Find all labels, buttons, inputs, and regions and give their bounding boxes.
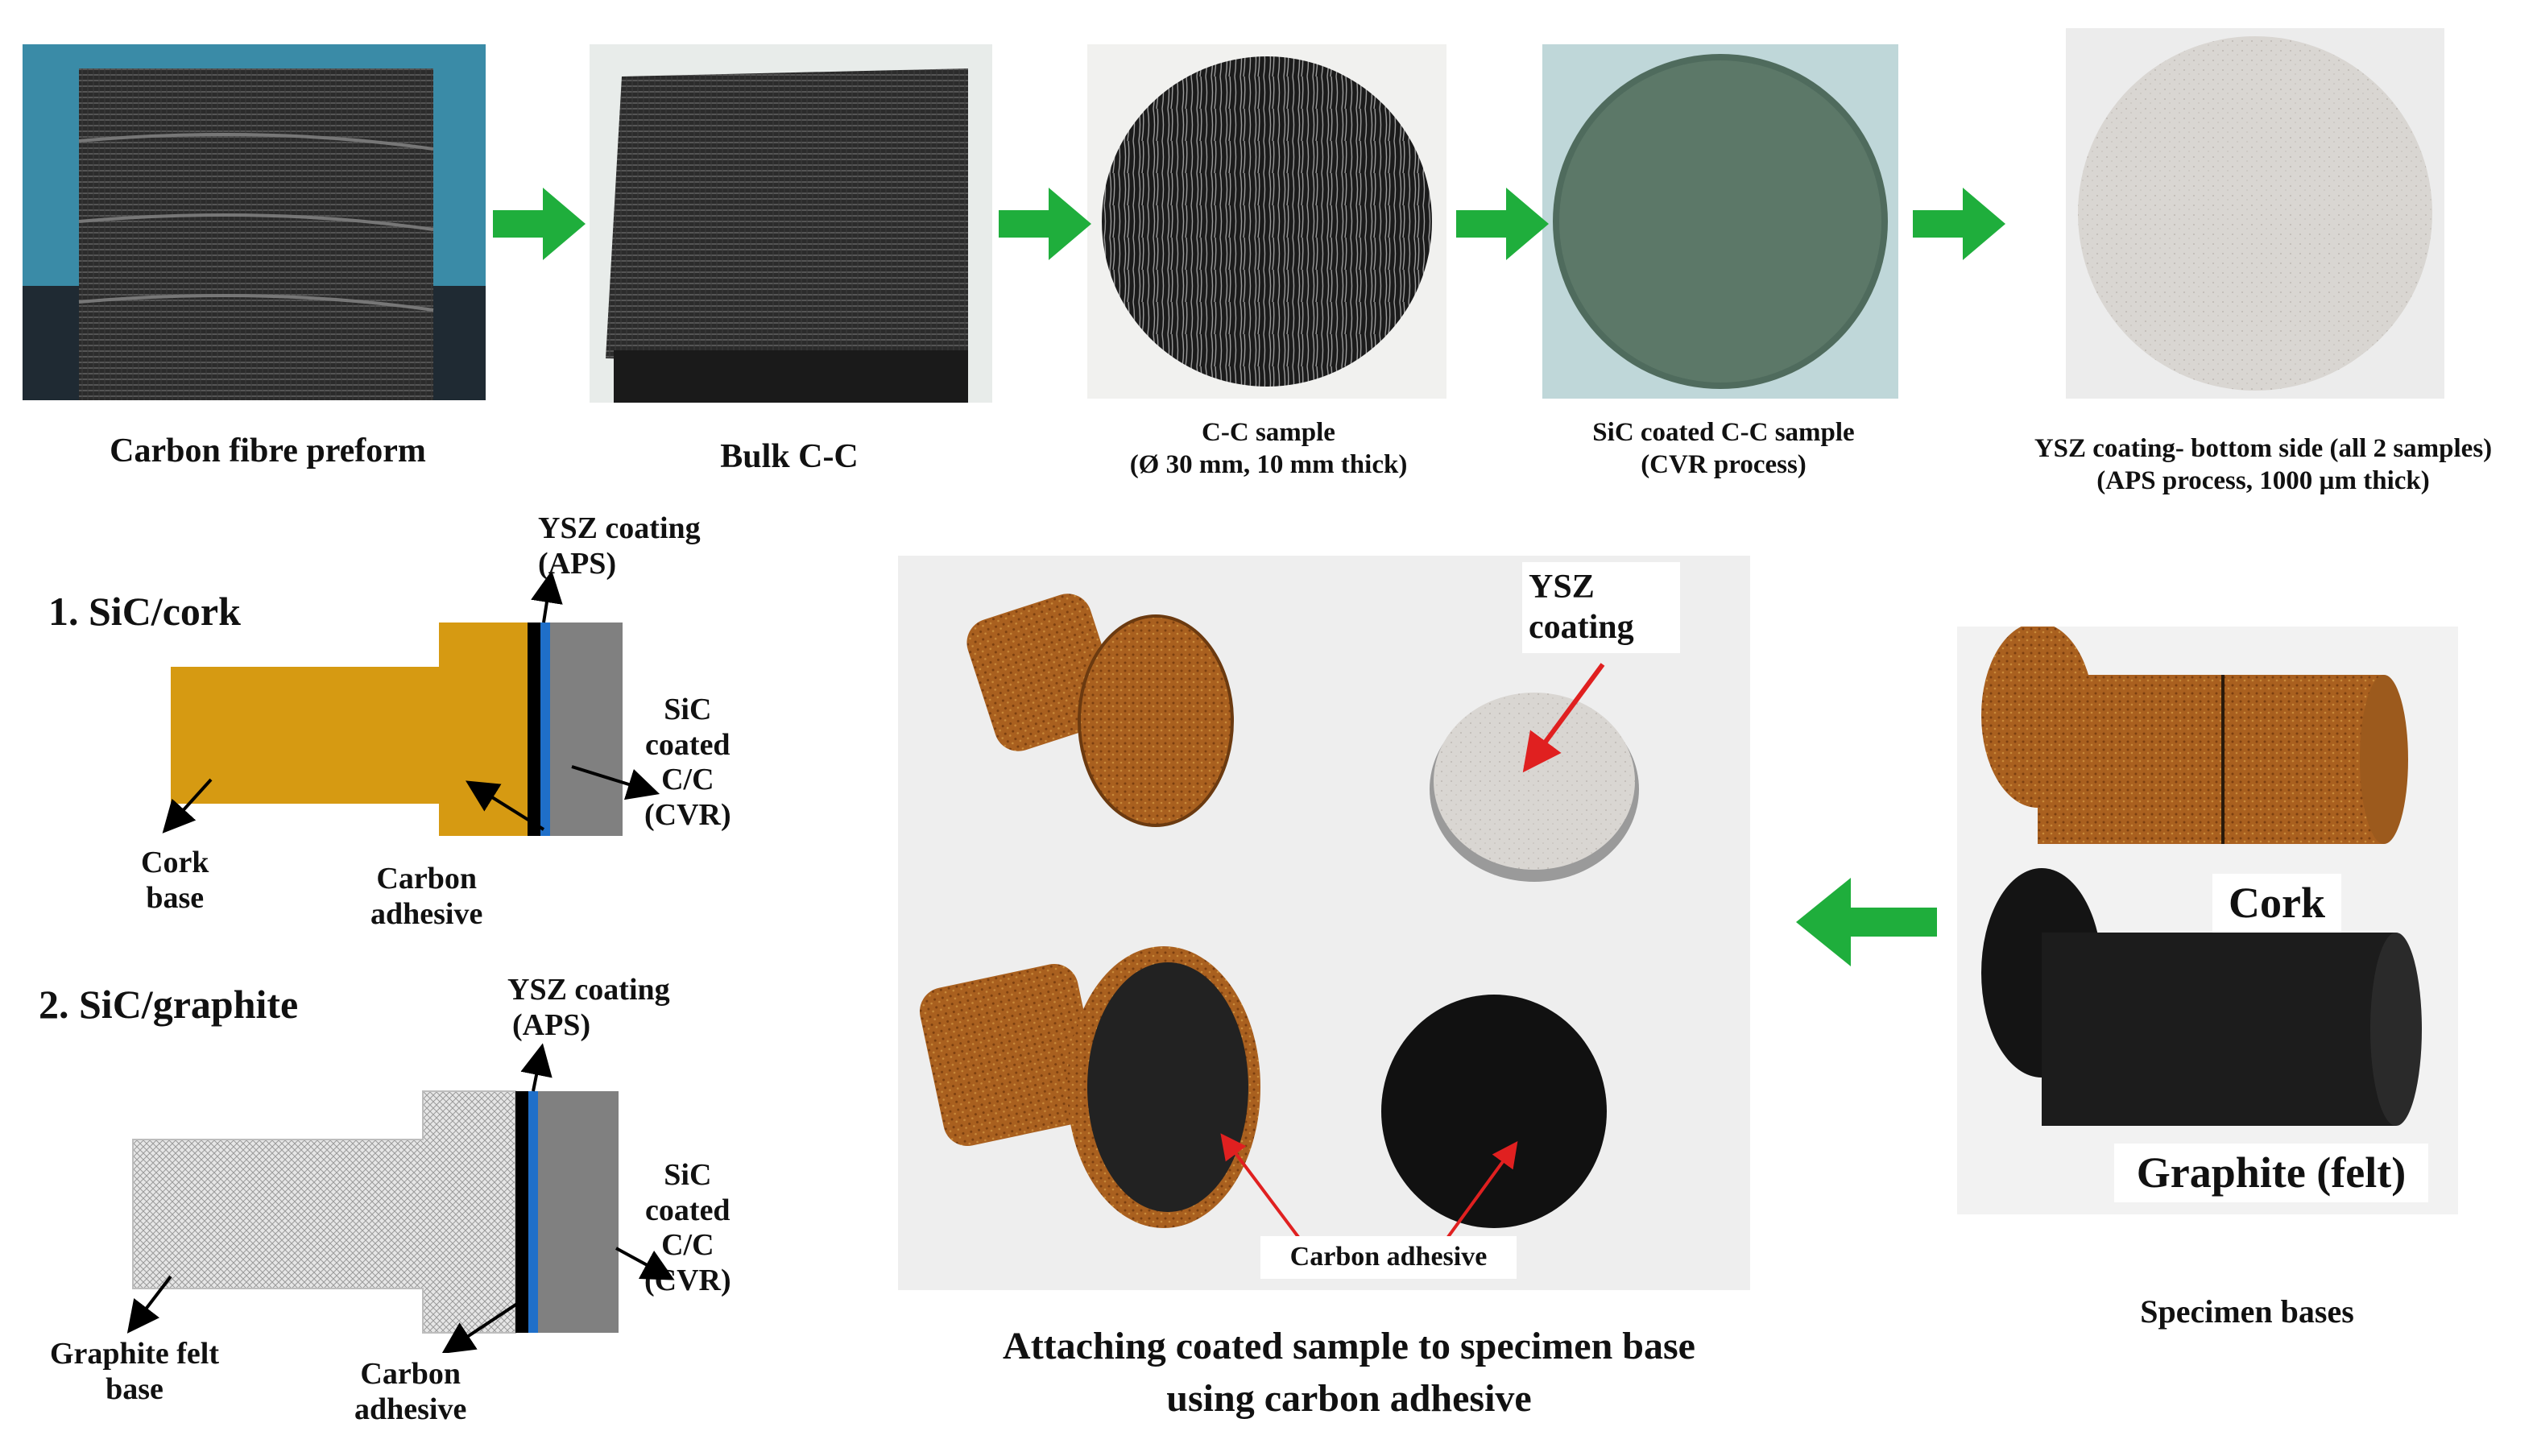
- schematic-1-sic-layer: [550, 623, 623, 836]
- schematic-2-base-label-line1: Graphite felt: [50, 1337, 220, 1371]
- graphite-felt-tag: Graphite (felt): [2114, 1144, 2428, 1202]
- caption-sic-coated-line1: SiC coated C-C sample: [1592, 418, 1855, 447]
- cork-tag: Cork: [2212, 874, 2341, 933]
- schematic-1-sic-label-line2: coated: [645, 727, 730, 762]
- schematic-2-base-label: Graphite felt base: [50, 1337, 219, 1407]
- caption-cc-sample-line2: (Ø 30 mm, 10 mm thick): [1129, 449, 1408, 479]
- schematic-1-sic-label-line3: C/C: [661, 763, 714, 797]
- ysz-coating-tag: YSZ coating: [1522, 562, 1680, 653]
- process-arrow-1: [493, 188, 586, 260]
- bulk-cc-photo: [590, 44, 992, 403]
- schematic-1-ysz-label-line2: (APS): [538, 546, 617, 581]
- caption-cc-sample-line1: C-C sample: [1202, 418, 1335, 447]
- attachment-caption-line1: Attaching coated sample to specimen base: [1003, 1325, 1695, 1367]
- schematic-2-graphite-base: [132, 1090, 516, 1334]
- schematic-1-sic-label: SiC coated C/C (CVR): [644, 693, 731, 833]
- schematic-2-drawing: [126, 1043, 619, 1353]
- schematic-2-adhesive-label-line2: adhesive: [354, 1392, 467, 1426]
- schematic-1-ysz-layer: [540, 623, 550, 836]
- schematic-2-sic-pointer: [615, 1247, 675, 1280]
- schematic-1-ysz-label: YSZ coating (APS): [538, 511, 701, 581]
- attachment-photo: [898, 556, 1750, 1290]
- caption-sic-coated: SiC coated C-C sample (CVR process): [1530, 417, 1917, 481]
- process-arrow-3: [1456, 188, 1549, 260]
- attachment-caption-line2: using carbon adhesive: [1166, 1376, 1532, 1420]
- schematic-2-adhesive-layer: [515, 1091, 528, 1333]
- process-arrow-4: [1913, 188, 2005, 260]
- caption-ysz-coating-line2: (APS process, 1000 µm thick): [2096, 465, 2430, 495]
- schematic-1-adhesive-layer: [528, 623, 540, 836]
- schematic-1-drawing: [162, 570, 623, 836]
- schematic-1-adhesive-label-line1: Carbon: [376, 862, 477, 896]
- schematic-1-base-label-line2: base: [146, 880, 205, 915]
- sic-coated-sample-photo: [1542, 44, 1898, 399]
- schematic-1-sic-pointer: [571, 765, 660, 800]
- ysz-coating-tag-line1: YSZ: [1529, 569, 1595, 606]
- attachment-caption: Attaching coated sample to specimen base…: [886, 1321, 1812, 1425]
- bases-to-attachment-arrow: [1796, 878, 1937, 966]
- schematic-1-title: 1. SiC/cork: [48, 589, 241, 634]
- schematic-2-ysz-layer: [528, 1091, 538, 1333]
- caption-cc-sample: C-C sample (Ø 30 mm, 10 mm thick): [1071, 417, 1466, 481]
- carbon-adhesive-tag: Carbon adhesive: [1260, 1236, 1517, 1279]
- schematic-1-ysz-label-line1: YSZ coating: [538, 511, 701, 545]
- schematic-1-cork-base: [171, 623, 528, 836]
- schematic-2-base-label-line2: base: [106, 1371, 163, 1406]
- caption-sic-coated-line2: (CVR process): [1641, 449, 1807, 479]
- schematic-2-adhesive-label: Carbon adhesive: [354, 1357, 466, 1427]
- schematic-2-sic-layer: [538, 1091, 619, 1333]
- specimen-bases-photo: [1957, 627, 2458, 1214]
- caption-ysz-coating-line1: YSZ coating- bottom side (all 2 samples): [2034, 434, 2493, 463]
- specimen-bases-caption: Specimen bases: [2140, 1293, 2354, 1330]
- caption-ysz-coating: YSZ coating- bottom side (all 2 samples)…: [1989, 433, 2537, 497]
- ysz-coating-tag-line2: coating: [1529, 609, 1634, 647]
- process-arrow-2: [999, 188, 1091, 260]
- ysz-coated-sample-photo: [2066, 28, 2444, 399]
- schematic-2-ysz-label: YSZ coating (APS): [507, 973, 670, 1043]
- schematic-1-adhesive-label: Carbon adhesive: [370, 862, 482, 932]
- cc-sample-photo: [1087, 44, 1446, 399]
- schematic-2-adhesive-label-line1: Carbon: [360, 1357, 461, 1391]
- caption-carbon-fibre-preform: Carbon fibre preform: [110, 432, 426, 469]
- schematic-1-sic-label-line1: SiC: [664, 693, 712, 726]
- schematic-2-sic-label-line2: coated: [645, 1193, 730, 1227]
- schematic-2-sic-label-line1: SiC: [664, 1158, 712, 1192]
- schematic-1-base-label-line1: Cork: [141, 846, 209, 879]
- carbon-fibre-preform-photo: [23, 44, 486, 400]
- schematic-1-base-label: Cork base: [141, 846, 209, 916]
- caption-bulk-cc: Bulk C-C: [720, 438, 859, 475]
- schematic-2-title: 2. SiC/graphite: [39, 982, 299, 1027]
- schematic-2-ysz-label-line1: YSZ coating: [507, 973, 670, 1007]
- schematic-1-sic-label-line4: (CVR): [644, 798, 731, 833]
- schematic-1-adhesive-label-line2: adhesive: [370, 896, 483, 931]
- schematic-2-ysz-label-line2: (APS): [512, 1007, 591, 1042]
